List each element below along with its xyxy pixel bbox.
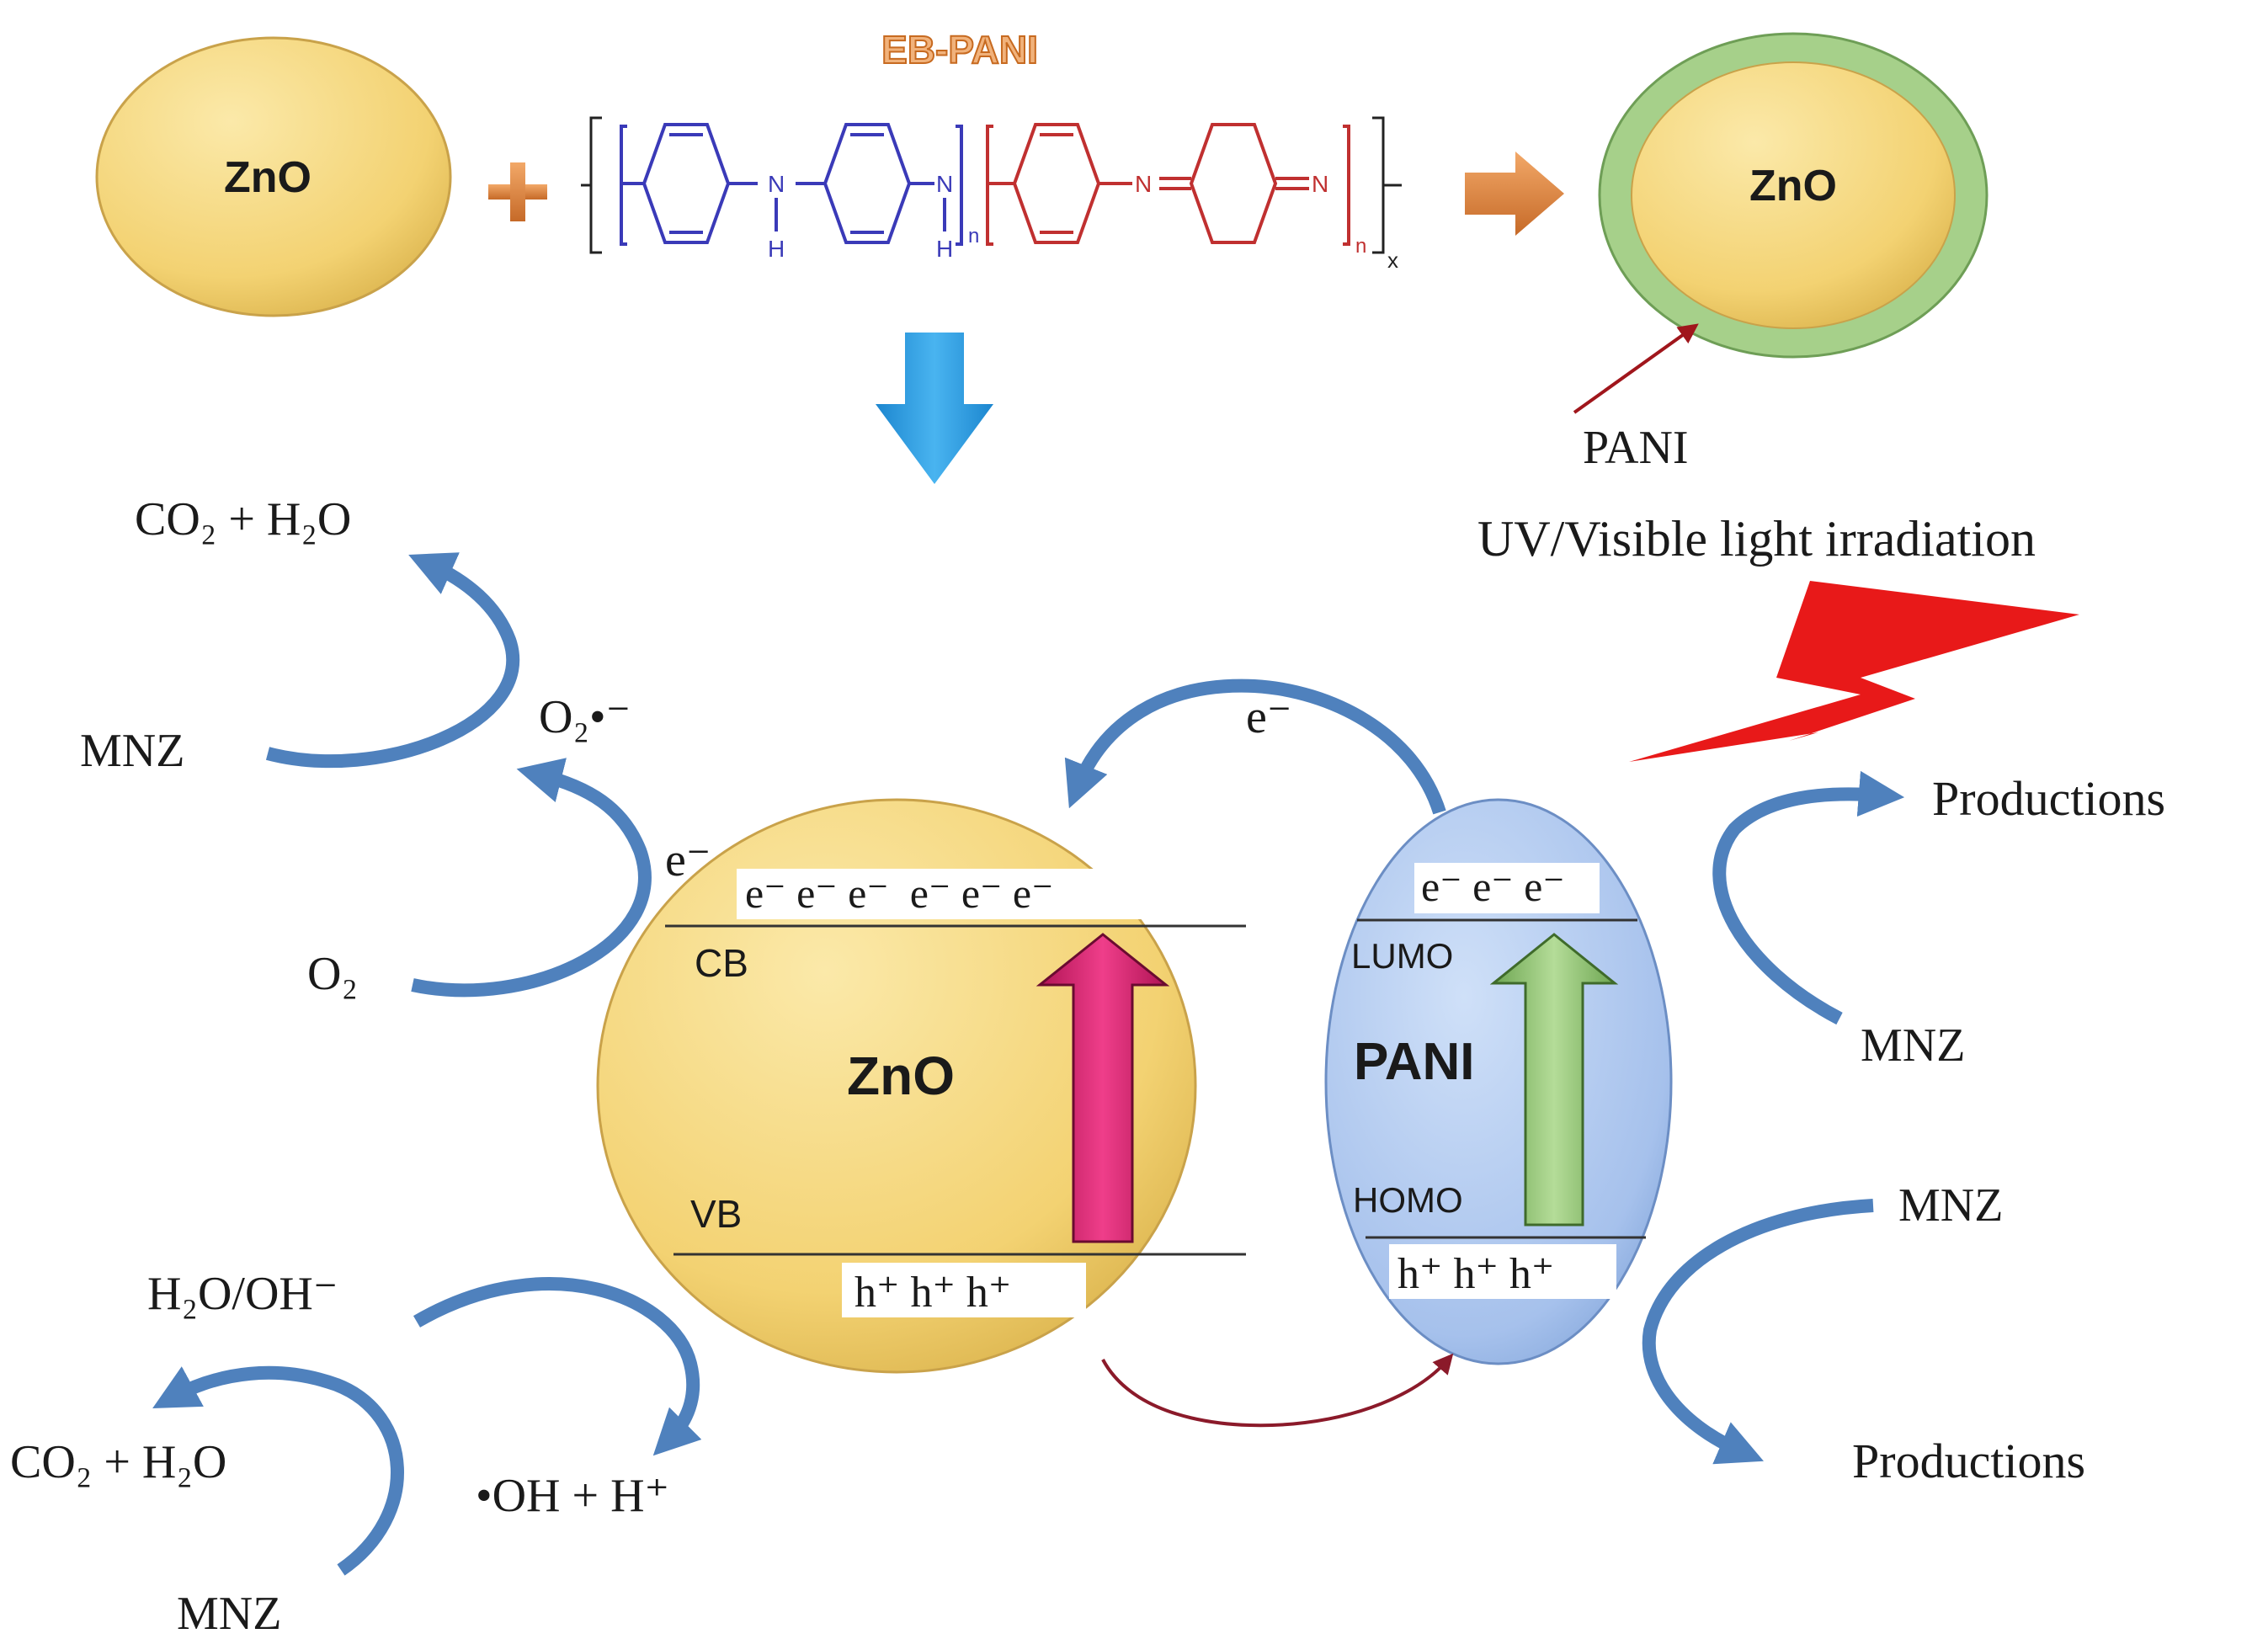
pani-shell-pointer bbox=[1573, 323, 1699, 414]
zno-main-label: ZnO bbox=[847, 1046, 955, 1106]
polymer-n-3: N bbox=[1135, 171, 1152, 197]
right-arrow-icon bbox=[1465, 152, 1564, 236]
mnz-top-left: MNZ bbox=[80, 725, 184, 777]
zno-left-label: ZnO bbox=[224, 153, 311, 202]
hole-transfer-arrow bbox=[1101, 1353, 1454, 1428]
polymer-subscript-n-2: n bbox=[1355, 235, 1366, 258]
co2-h2o-top: CO₂ + H₂O bbox=[135, 493, 351, 545]
polymer-subscript-n-1: n bbox=[968, 225, 979, 247]
curve-arrow-o2 bbox=[411, 758, 652, 998]
zno-excitation-arrow bbox=[1036, 933, 1170, 1243]
polymer-n-4: N bbox=[1312, 171, 1328, 197]
zno-particle-left: ZnO bbox=[95, 36, 452, 317]
curve-arrow-productions-top bbox=[1712, 770, 1905, 1025]
polymer-structure bbox=[581, 116, 1402, 254]
polymer-h-2: H bbox=[936, 236, 953, 262]
vb-label: VB bbox=[690, 1192, 742, 1236]
zno-right-label: ZnO bbox=[1749, 162, 1837, 210]
polymer-h-1: H bbox=[768, 236, 785, 262]
eb-pani-title: EB-PANI bbox=[881, 28, 1038, 72]
mnz-right-top: MNZ bbox=[1861, 1019, 1965, 1072]
pani-main-particle: e⁻ e⁻ e⁻ LUMO PANI HOMO h⁺ h⁺ h⁺ bbox=[1324, 798, 1673, 1365]
zno-main-particle: e⁻ e⁻ e⁻ e⁻ e⁻ e⁻ CB ZnO VB h⁺ h⁺ h⁺ bbox=[596, 798, 1246, 1374]
electron-transfer-arrow bbox=[1064, 678, 1446, 815]
cb-label: CB bbox=[695, 941, 748, 985]
productions-top: Productions bbox=[1932, 771, 2165, 826]
polymer-n-1: N bbox=[768, 171, 785, 197]
polymer-atom-labels: N H N H n N N n x bbox=[768, 171, 1398, 273]
pani-holes: h⁺ h⁺ h⁺ bbox=[1398, 1250, 1554, 1298]
curve-arrow-mnz-bottom bbox=[152, 1365, 404, 1576]
pani-main-label: PANI bbox=[1354, 1033, 1475, 1091]
pani-electron-box bbox=[1414, 863, 1600, 913]
pani-electrons: e⁻ e⁻ e⁻ bbox=[1421, 863, 1565, 910]
homo-label: HOMO bbox=[1353, 1180, 1463, 1220]
mnz-bottom-left: MNZ bbox=[177, 1588, 281, 1639]
zno-holes: h⁺ h⁺ h⁺ bbox=[854, 1269, 1011, 1317]
zno-electron-box bbox=[737, 869, 1149, 919]
curve-arrow-productions-bottom bbox=[1642, 1199, 1874, 1465]
polymer-n-2: N bbox=[936, 171, 953, 197]
h2o-oh-label: H₂O/OH⁻ bbox=[147, 1268, 338, 1320]
polymer-subscript-x: x bbox=[1387, 247, 1398, 273]
mnz-right-bottom: MNZ bbox=[1898, 1179, 2003, 1232]
zno-pani-core-shell: ZnO bbox=[1598, 32, 1988, 359]
o2-label: O₂ bbox=[307, 948, 358, 1000]
co2-h2o-bottom: CO₂ + H₂O bbox=[10, 1436, 226, 1488]
zno-electrons: e⁻ e⁻ e⁻ e⁻ e⁻ e⁻ bbox=[745, 870, 1054, 917]
oh-h-label: •OH + H⁺ bbox=[476, 1470, 669, 1522]
electron-transfer-label: e⁻ bbox=[1246, 691, 1291, 743]
lumo-label: LUMO bbox=[1351, 936, 1453, 976]
down-arrow-icon bbox=[876, 333, 993, 484]
lightning-icon bbox=[1629, 581, 2079, 762]
irradiation-label: UV/Visible light irradiation bbox=[1477, 511, 2036, 567]
curve-arrow-h2o bbox=[413, 1277, 702, 1456]
plus-sign bbox=[488, 162, 547, 221]
zno-hole-box bbox=[842, 1263, 1086, 1317]
curve-arrow-mnz-top bbox=[265, 552, 520, 769]
pani-shell-label: PANI bbox=[1583, 422, 1689, 474]
pani-hole-box bbox=[1389, 1244, 1616, 1299]
pani-excitation-arrow bbox=[1489, 933, 1619, 1227]
o2-radical-label: O₂•⁻ bbox=[539, 691, 631, 743]
productions-bottom: Productions bbox=[1852, 1434, 2085, 1488]
